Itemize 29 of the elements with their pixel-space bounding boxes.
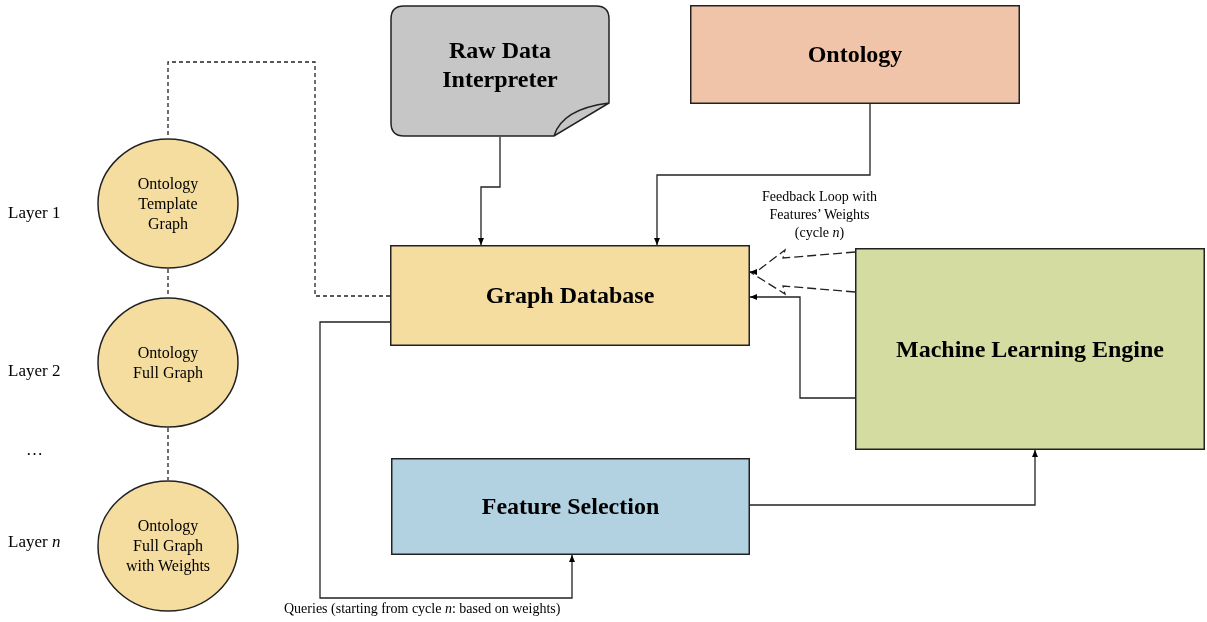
layer-circle [97,297,239,428]
arrow [478,136,501,246]
layer-label: Layer 1 [8,203,61,223]
node-label: Raw Data Interpreter [441,36,559,94]
node-label: Ontology [806,40,904,69]
node-label: Ontology Full Graph [132,342,204,383]
dashed-connector [167,61,391,297]
arrow [319,321,575,599]
dashed-connector [167,427,169,481]
node-label: Feature Selection [480,492,661,521]
node-label: Graph Database [484,281,656,310]
process-box [855,248,1205,450]
node-label: Ontology Template Graph [136,173,200,234]
layer-label: Layer 2 [8,361,61,381]
node-label: Machine Learning Engine [895,334,1165,364]
layer-circle [97,138,239,269]
ellipsis-label: … [26,440,43,460]
feedback-arrow [749,248,856,295]
process-box [391,458,750,555]
node-label: Ontology Full Graph with Weights [124,516,212,576]
process-box [390,245,750,346]
arrow [749,294,856,399]
document-shape [390,5,610,137]
layer-label: Layer n [8,532,61,552]
arrow [749,449,1038,506]
arrow [654,103,871,246]
layer-circle [97,480,239,612]
process-box [690,5,1020,104]
edge-label: Queries (starting from cycle n: based on weights) [282,600,563,619]
